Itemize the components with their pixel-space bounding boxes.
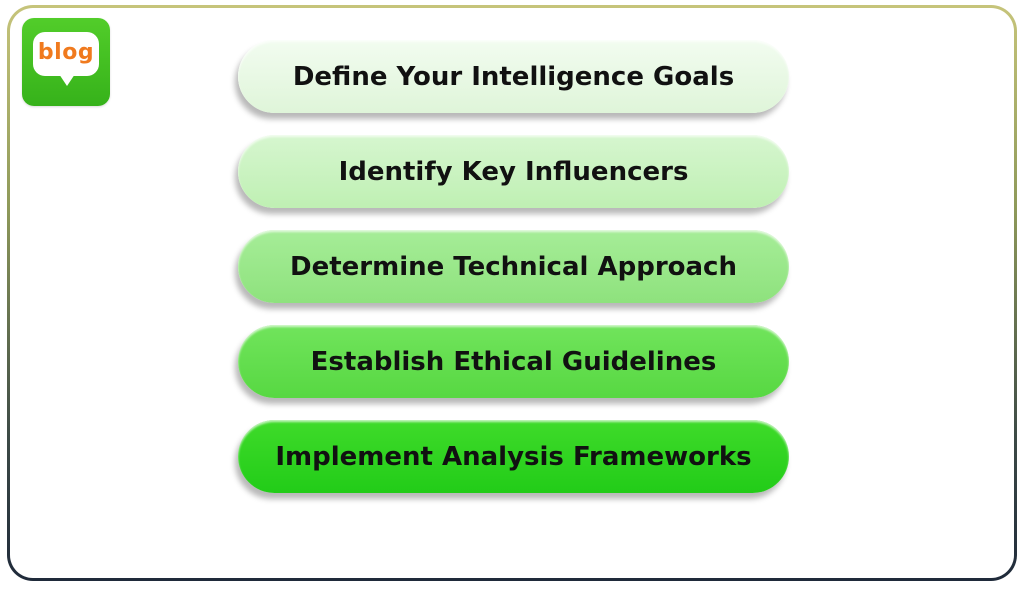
speech-bubble-tail bbox=[59, 74, 75, 86]
step-analysis-frameworks: Implement Analysis Frameworks bbox=[238, 420, 789, 493]
step-technical-approach: Determine Technical Approach bbox=[238, 230, 789, 303]
blog-logo: blog bbox=[22, 18, 110, 106]
step-ethical-guidelines: Establish Ethical Guidelines bbox=[238, 325, 789, 398]
logo-text: blog bbox=[37, 40, 95, 65]
step-define-goals: Define Your Intelligence Goals bbox=[238, 40, 789, 113]
step-identify-influencers: Identify Key Influencers bbox=[238, 135, 789, 208]
step-label: Identify Key Influencers bbox=[338, 156, 689, 187]
step-label: Define Your Intelligence Goals bbox=[292, 61, 735, 92]
step-label: Determine Technical Approach bbox=[290, 251, 737, 282]
step-label: Establish Ethical Guidelines bbox=[310, 346, 717, 377]
step-label: Implement Analysis Frameworks bbox=[275, 441, 752, 472]
speech-bubble-icon: blog bbox=[33, 32, 99, 76]
